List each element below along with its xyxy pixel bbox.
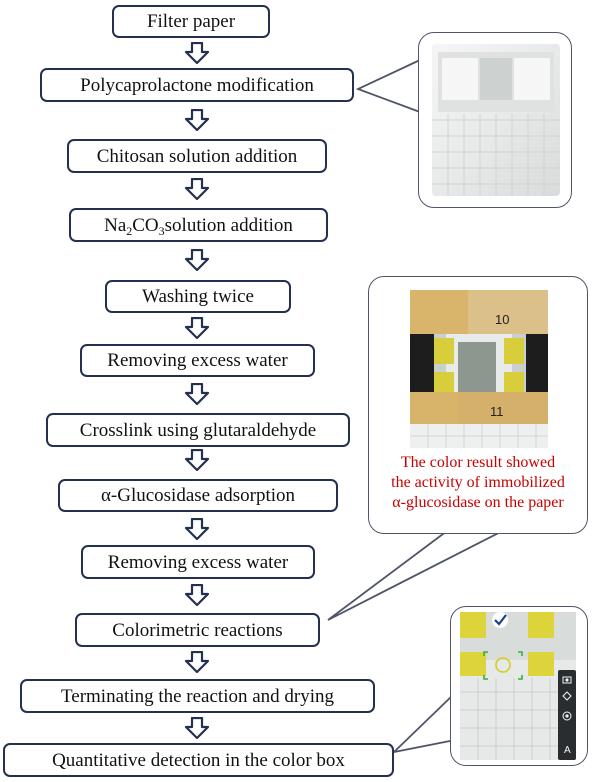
step-removing-excess-water-1: Removing excess water xyxy=(80,344,315,377)
down-arrow-icon xyxy=(184,449,210,471)
down-arrow-icon xyxy=(184,178,210,200)
color-box-image: A xyxy=(460,612,576,760)
down-arrow-icon xyxy=(184,42,210,64)
step-label: Washing twice xyxy=(142,286,254,307)
step-crosslink-using-glutaraldehyde: Crosslink using glutaraldehyde xyxy=(46,413,350,447)
step-chitosan-solution-addition: Chitosan solution addition xyxy=(67,139,327,173)
caption-line-2: the activity of immobilized xyxy=(391,474,565,491)
down-arrow-icon xyxy=(184,109,210,131)
step-colorimetric-reactions: Colorimetric reactions xyxy=(75,613,320,647)
down-arrow-icon xyxy=(184,717,210,739)
clip-photo-image: 10 11 xyxy=(410,290,548,448)
check-icon xyxy=(492,612,508,628)
color-result-caption: The color result showed the activity of … xyxy=(376,453,580,513)
target-circle xyxy=(495,657,511,673)
modified-paper-image xyxy=(432,44,560,196)
step-alpha-glucosidase-adsorption: α-Glucosidase adsorption xyxy=(58,479,338,512)
side-letter: A xyxy=(564,745,571,756)
step-label: Crosslink using glutaraldehyde xyxy=(79,419,317,441)
step-quantitative-detection-in-the-color-box: Quantitative detection in the color box xyxy=(3,743,394,777)
clip-label-top: 10 xyxy=(495,312,509,327)
color-box-screenshot: A xyxy=(460,612,576,760)
step-label: Colorimetric reactions xyxy=(112,619,283,641)
target-icon xyxy=(562,711,572,721)
step-washing-twice: Washing twice xyxy=(105,280,291,313)
step-na2co3-solution-addition: Na2CO3 solution addition xyxy=(69,208,328,242)
clip-label-bottom: 11 xyxy=(490,404,504,419)
caption-line-3: α-glucosidase on the paper xyxy=(392,494,564,511)
step-label: Terminating the reaction and drying xyxy=(60,685,335,707)
step-label: Polycaprolactone modification xyxy=(80,74,314,96)
step-removing-excess-water-2: Removing excess water xyxy=(81,545,315,579)
step-polycaprolactone-modification: Polycaprolactone modification xyxy=(40,68,354,102)
down-arrow-icon xyxy=(184,651,210,673)
step-filter-paper: Filter paper xyxy=(112,5,270,38)
down-arrow-icon xyxy=(184,383,210,405)
step-label: α-Glucosidase adsorption xyxy=(100,485,296,506)
clip-photo: 10 11 xyxy=(410,290,548,448)
down-arrow-icon xyxy=(184,518,210,540)
down-arrow-icon xyxy=(184,249,210,271)
down-arrow-icon xyxy=(184,317,210,339)
eraser-icon xyxy=(562,691,572,701)
step-label: Chitosan solution addition xyxy=(96,145,298,167)
step-label: Quantitative detection in the color box xyxy=(52,749,345,771)
step-label: Removing excess water xyxy=(107,350,288,371)
callout-pointer-middle xyxy=(327,521,521,621)
target-bracket xyxy=(483,651,523,680)
step-label: Filter paper xyxy=(146,11,236,32)
step-label: Removing excess water xyxy=(107,551,289,573)
callout-pointer-bottom xyxy=(391,694,456,754)
down-arrow-icon xyxy=(184,584,210,606)
check-mark xyxy=(494,614,507,626)
camera-icon xyxy=(562,676,572,684)
modified-paper-photo xyxy=(432,44,560,196)
step-terminating-the-reaction-and-drying: Terminating the reaction and drying xyxy=(20,679,375,713)
callout-pointer-top xyxy=(355,59,421,113)
step-label: Na2CO3 solution addition xyxy=(104,214,293,238)
caption-line-1: The color result showed xyxy=(400,454,556,471)
